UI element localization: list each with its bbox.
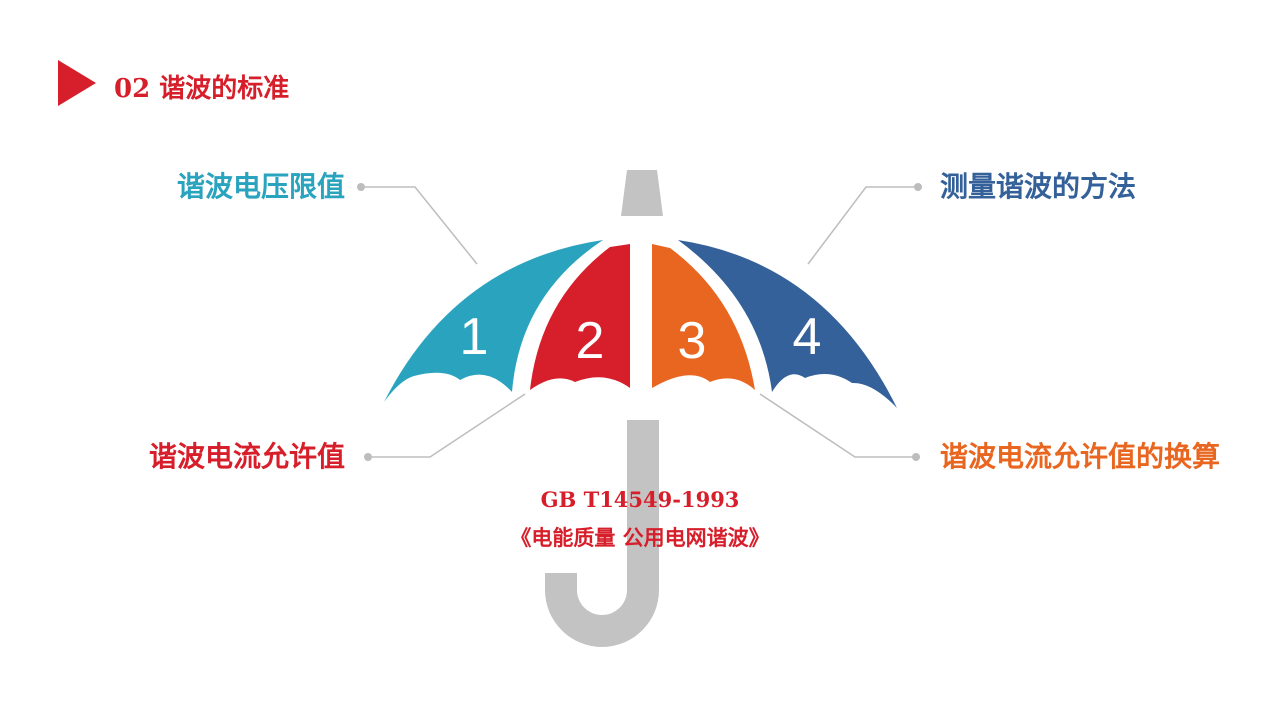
label-voltage-limits: 谐波电压限值 — [176, 170, 345, 203]
section-title: 02 谐波的标准 — [114, 74, 290, 104]
label-measurement-method: 测量谐波的方法 — [940, 170, 1137, 203]
connector-4 — [759, 393, 920, 461]
umbrella-handle — [545, 420, 659, 647]
segment-number-3: 3 — [678, 312, 707, 370]
segment-number-4: 4 — [793, 308, 822, 366]
play-triangle-icon — [58, 60, 96, 106]
umbrella-segment-4 — [678, 240, 897, 408]
label-current-conversion: 谐波电流允许值的换算 — [940, 440, 1221, 473]
segment-number-2: 2 — [576, 312, 605, 370]
umbrella-segment-1 — [384, 240, 603, 402]
standard-title: 《电能质量 公用电网谐波》 — [510, 525, 770, 550]
standard-code: GB T14549-1993 — [540, 487, 740, 512]
connector-2 — [807, 183, 922, 265]
segment-number-1: 1 — [460, 308, 489, 366]
label-current-allowance: 谐波电流允许值 — [148, 440, 345, 473]
umbrella-segment-2 — [530, 244, 630, 390]
umbrella-tip — [621, 170, 663, 216]
umbrella-segment-3 — [652, 244, 755, 390]
connector-1 — [357, 183, 478, 265]
connector-3 — [364, 393, 526, 461]
